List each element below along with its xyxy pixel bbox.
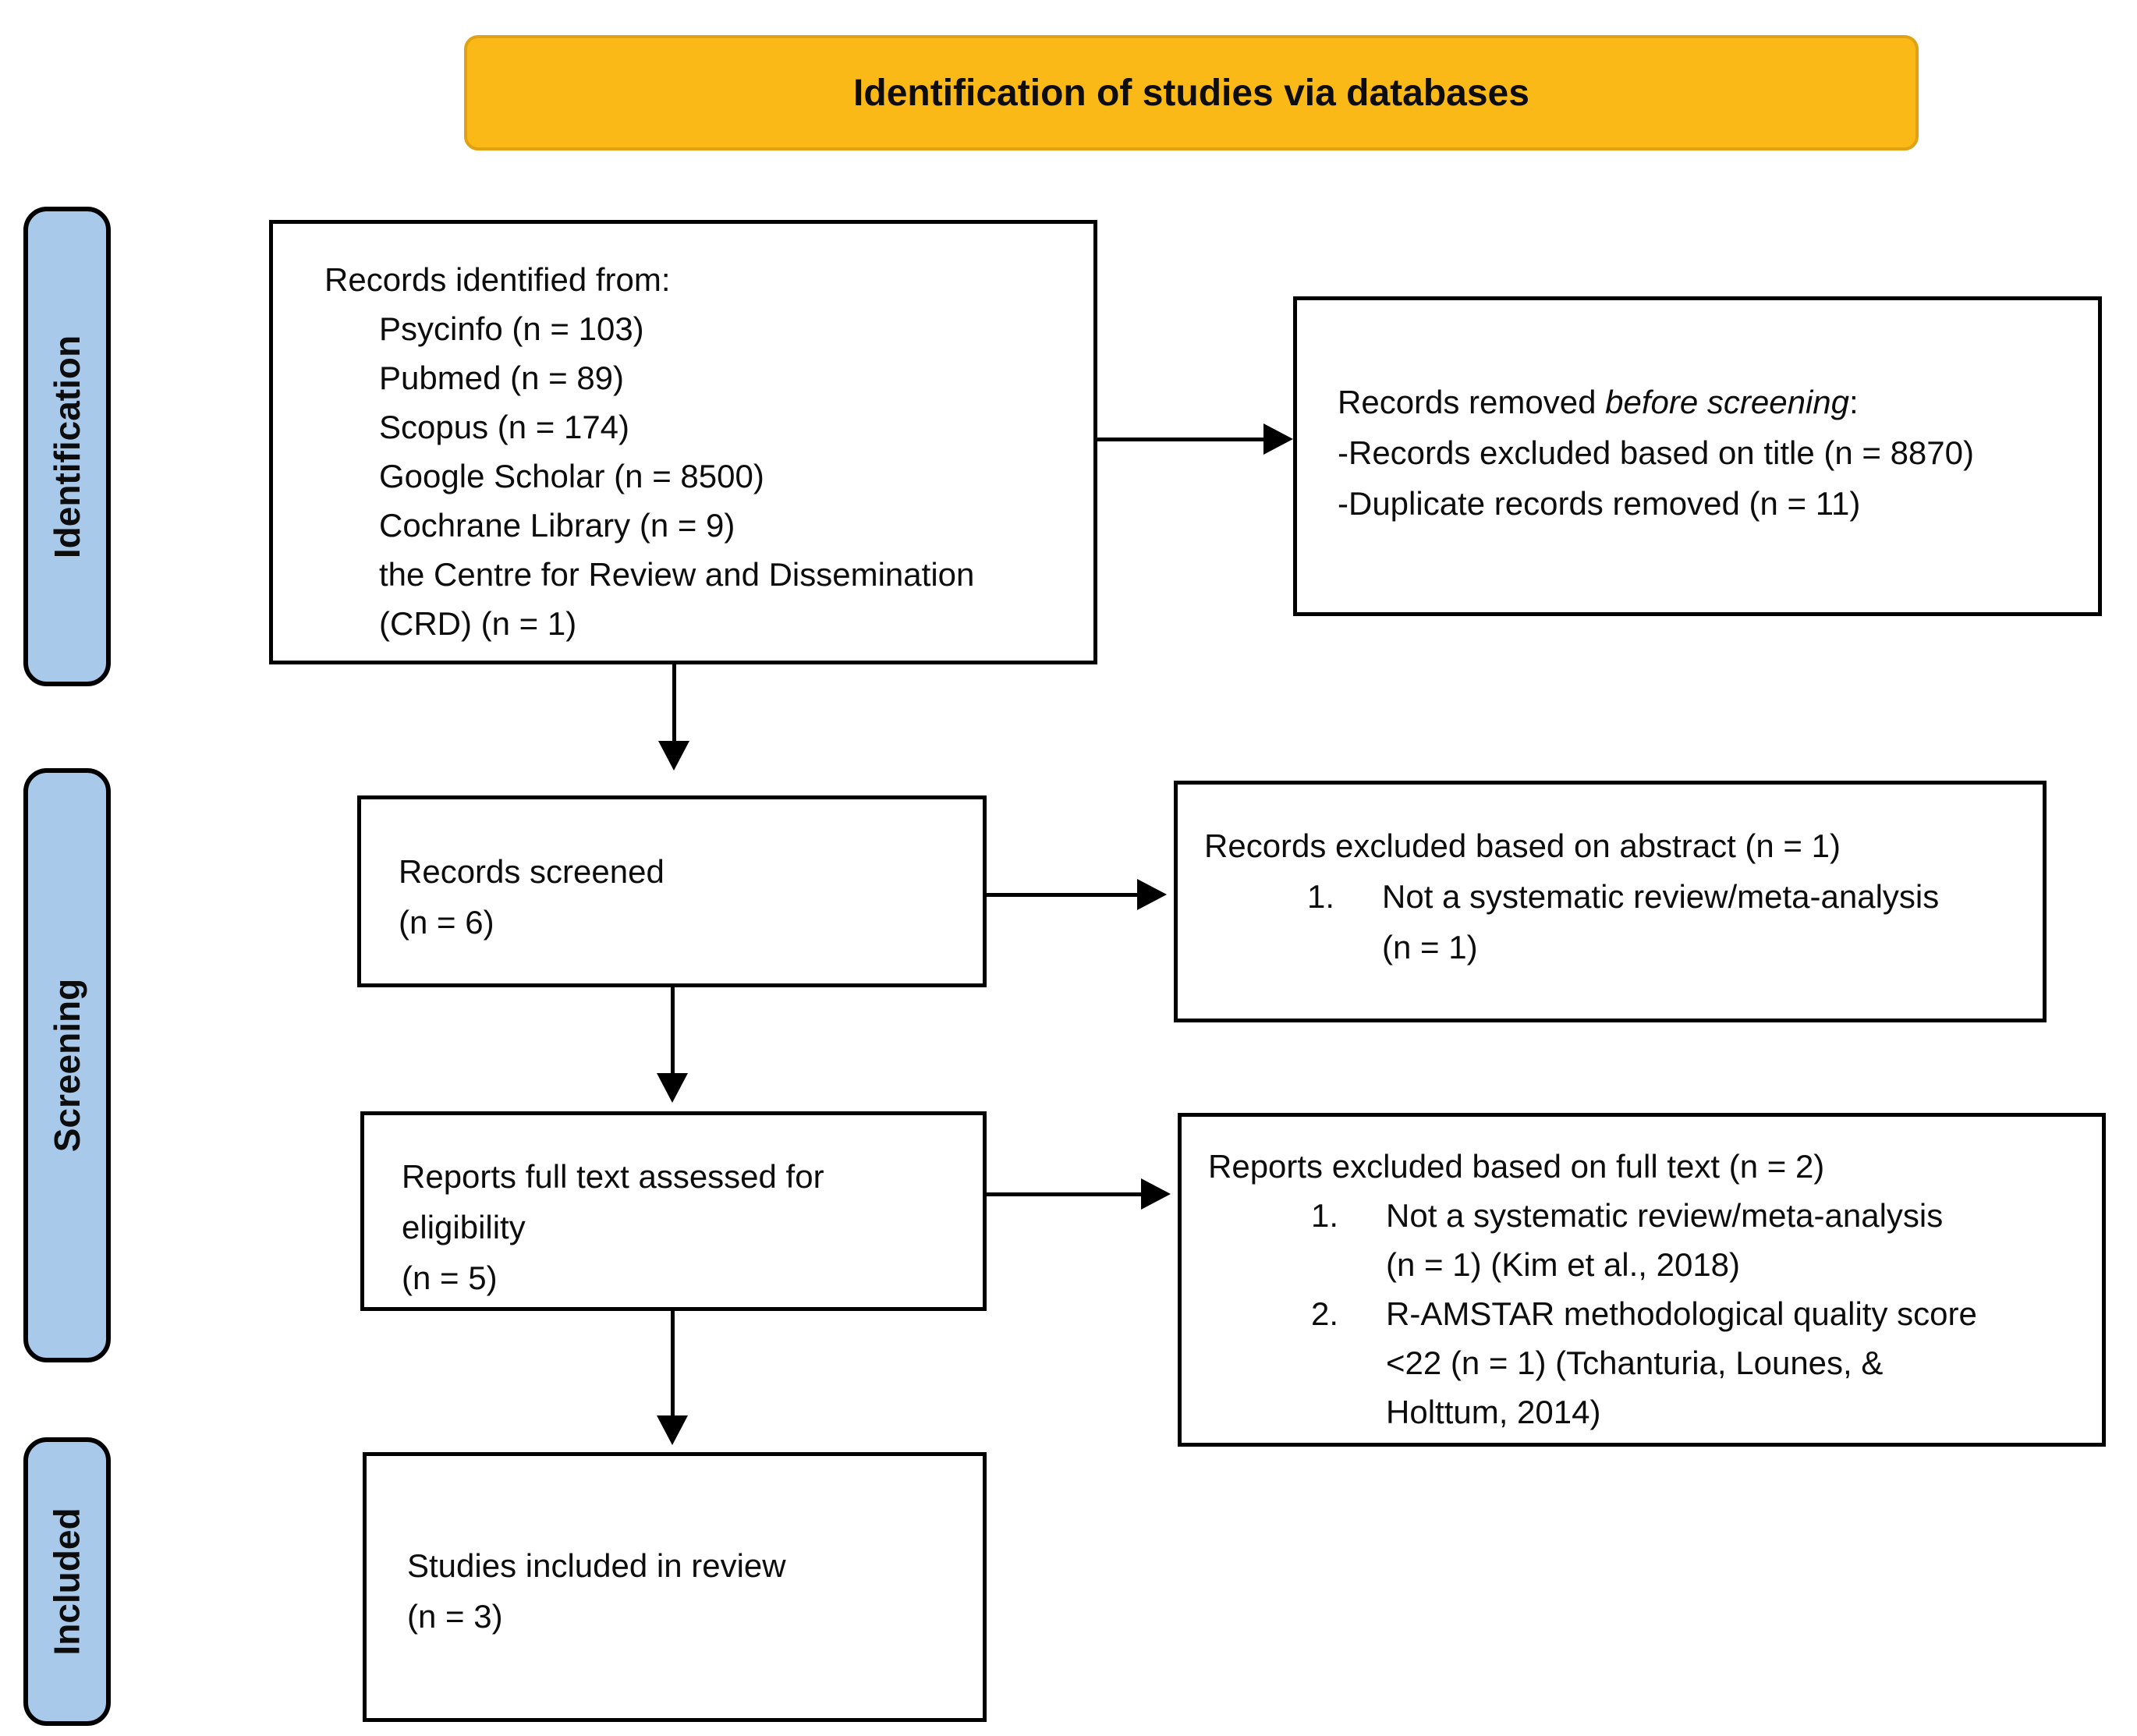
- records-removed-line: -Records excluded based on title (n = 88…: [1338, 434, 1974, 471]
- source-line: (CRD) (n = 1): [379, 605, 577, 642]
- records-removed-title-italic: before screening: [1605, 384, 1850, 420]
- records-screened-line: Records screened: [399, 853, 664, 890]
- excluded-abstract-title: Records excluded based on abstract (n = …: [1204, 827, 1841, 864]
- stage-rail-screening: Screening: [23, 768, 111, 1362]
- list-item-line: Holttum, 2014): [1386, 1394, 1601, 1430]
- title-banner-label: Identification of studies via databases: [853, 72, 1529, 114]
- arrow-screened-to-fulltext-line: [671, 987, 675, 1075]
- list-item-text: R-AMSTAR methodological quality score <2…: [1386, 1289, 2088, 1437]
- records-removed-title-suffix: :: [1849, 384, 1859, 420]
- arrow-screened-to-excluded-abstract-line: [987, 893, 1139, 897]
- records-identified-title: Records identified from:: [324, 261, 671, 298]
- records-removed-box: Records removed before screening: -Recor…: [1293, 296, 2102, 616]
- stage-rail-identification: Identification: [23, 207, 111, 686]
- list-item-text: Not a systematic review/meta-analysis (n…: [1386, 1191, 2088, 1289]
- list-marker: 1.: [1307, 878, 1335, 915]
- studies-included-box: Studies included in review (n = 3): [363, 1452, 987, 1722]
- excluded-fulltext-item: 1. Not a systematic review/meta-analysis…: [1208, 1191, 2088, 1289]
- stage-rail-included-label: Included: [47, 1507, 87, 1656]
- source-line: Scopus (n = 174): [379, 409, 630, 445]
- list-marker: 2.: [1311, 1295, 1339, 1332]
- records-screened-line: (n = 6): [399, 904, 494, 941]
- source-line: Psycinfo (n = 103): [379, 310, 644, 347]
- records-removed-title-prefix: Records removed: [1338, 384, 1606, 420]
- records-identified-box: Records identified from: Psycinfo (n = 1…: [269, 220, 1097, 664]
- studies-included-line: Studies included in review: [407, 1547, 786, 1584]
- fulltext-assessed-line: Reports full text assessed for: [402, 1158, 824, 1195]
- arrow-fulltext-to-included-head: [657, 1415, 688, 1445]
- title-banner: Identification of studies via databases: [464, 35, 1919, 151]
- source-line: Pubmed (n = 89): [379, 360, 625, 396]
- list-item-line: R-AMSTAR methodological quality score: [1386, 1295, 1977, 1332]
- fulltext-assessed-box: Reports full text assessed for eligibili…: [360, 1111, 987, 1311]
- list-item-line: Not a systematic review/meta-analysis: [1382, 878, 1940, 915]
- list-item-line: <22 (n = 1) (Tchanturia, Lounes, &: [1386, 1345, 1884, 1381]
- list-item-line: (n = 1) (Kim et al., 2018): [1386, 1246, 1741, 1283]
- source-line: the Centre for Review and Dissemination: [379, 556, 975, 593]
- arrow-fulltext-to-excluded-fulltext-head: [1141, 1178, 1171, 1210]
- studies-included-line: (n = 3): [407, 1598, 503, 1635]
- arrow-fulltext-to-excluded-fulltext-line: [987, 1192, 1144, 1196]
- excluded-fulltext-title: Reports excluded based on full text (n =…: [1208, 1148, 1825, 1185]
- stage-rail-screening-label: Screening: [47, 978, 88, 1153]
- source-line: Google Scholar (n = 8500): [379, 458, 764, 494]
- fulltext-assessed-line: (n = 5): [402, 1259, 498, 1296]
- list-item-text: Not a systematic review/meta-analysis (n…: [1382, 871, 2029, 973]
- arrow-identified-to-screened-head: [658, 741, 689, 771]
- arrow-screened-to-excluded-abstract-head: [1137, 879, 1167, 910]
- arrow-fulltext-to-included-line: [671, 1311, 675, 1417]
- list-item-line: Not a systematic review/meta-analysis: [1386, 1197, 1944, 1234]
- records-screened-box: Records screened (n = 6): [357, 795, 987, 987]
- arrow-screened-to-fulltext-head: [657, 1073, 688, 1103]
- fulltext-assessed-line: eligibility: [402, 1209, 526, 1245]
- arrow-identified-to-removed-line: [1097, 438, 1266, 441]
- excluded-fulltext-box: Reports excluded based on full text (n =…: [1178, 1113, 2106, 1447]
- excluded-fulltext-item: 2. R-AMSTAR methodological quality score…: [1208, 1289, 2088, 1437]
- records-removed-title: Records removed before screening:: [1338, 377, 2079, 427]
- stage-rail-identification-label: Identification: [47, 335, 88, 558]
- list-marker: 1.: [1311, 1197, 1339, 1234]
- records-removed-line: -Duplicate records removed (n = 11): [1338, 485, 1861, 522]
- excluded-abstract-box: Records excluded based on abstract (n = …: [1174, 781, 2047, 1022]
- list-item-line: (n = 1): [1382, 929, 1478, 965]
- excluded-abstract-item: 1. Not a systematic review/meta-analysis…: [1204, 871, 2029, 973]
- stage-rail-included: Included: [23, 1437, 111, 1726]
- arrow-identified-to-removed-head: [1263, 423, 1293, 455]
- source-line: Cochrane Library (n = 9): [379, 507, 735, 544]
- arrow-identified-to-screened-line: [672, 664, 676, 742]
